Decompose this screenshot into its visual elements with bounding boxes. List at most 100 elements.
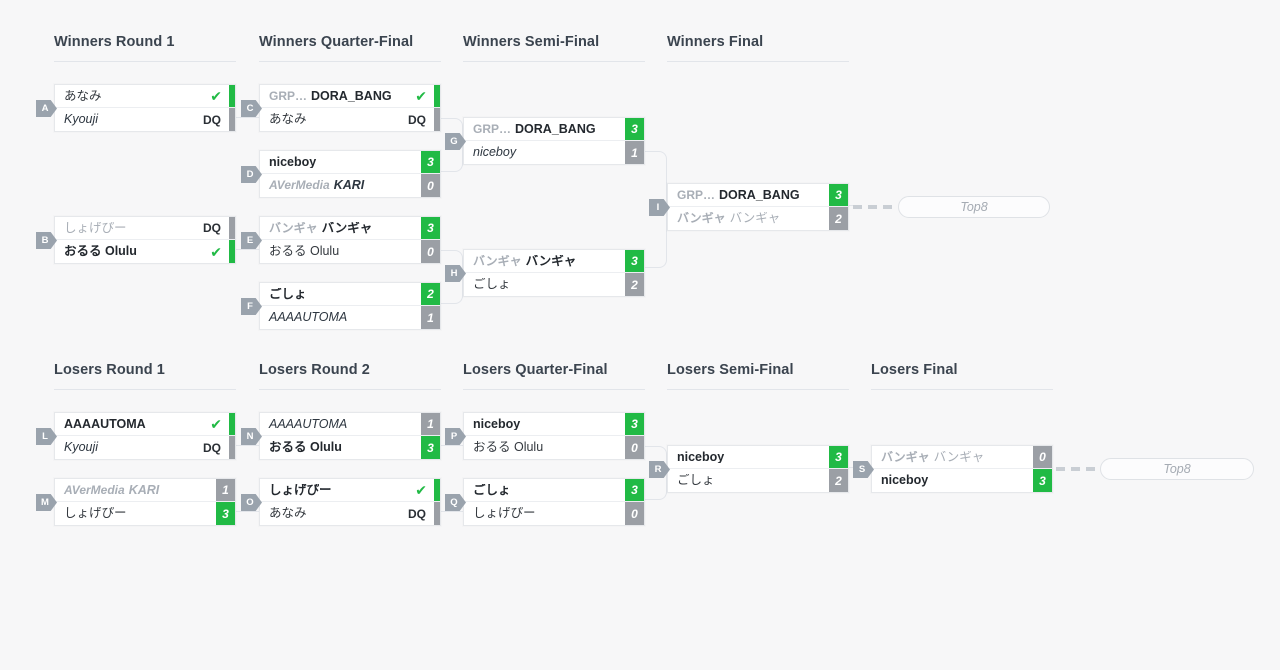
- placement-pill-top8-losers[interactable]: Top8: [1100, 458, 1254, 480]
- score-cell: 3: [216, 502, 235, 525]
- result-label: DQ: [408, 506, 426, 521]
- participant-label: おるる Olulu: [64, 245, 137, 258]
- round-header-lf: Losers Final: [871, 362, 1053, 390]
- match-letter-badge-O: O: [241, 494, 262, 511]
- round-header-lr1: Losers Round 1: [54, 362, 236, 390]
- participant-label: ごしょ: [269, 287, 307, 301]
- placement-pill-top8-winners[interactable]: Top8: [898, 196, 1050, 218]
- score-cell: 0: [421, 240, 440, 263]
- result-label: DQ: [203, 221, 221, 235]
- match-slot[interactable]: AAAAUTOMA✔: [55, 413, 235, 436]
- score-cell: 2: [829, 469, 848, 492]
- match-slot[interactable]: あなみ✔: [55, 85, 235, 108]
- participant-name: AAAAUTOMA: [55, 418, 210, 431]
- score-cell: 1: [625, 141, 644, 164]
- score-cell: 2: [625, 273, 644, 296]
- participant-name: あなみ: [260, 113, 408, 126]
- participant-prefix: GRP…: [269, 89, 308, 103]
- score-cell: 3: [421, 436, 440, 459]
- match-B[interactable]: しょげぴー DQ おるる Olulu ✔: [54, 216, 236, 264]
- match-letter-badge-H: H: [445, 265, 466, 282]
- round-title-lf: Losers Final: [871, 362, 958, 378]
- round-title-lr2: Losers Round 2: [259, 362, 370, 378]
- participant-name: ごしょ: [260, 288, 421, 301]
- result-label: DQ: [203, 440, 221, 455]
- participant-name: おるる Olulu: [55, 245, 210, 258]
- score-cell: 0: [421, 174, 440, 197]
- participant-label: ごしょ: [473, 483, 511, 497]
- participant-label: しょげぴー: [64, 221, 127, 235]
- match-slot[interactable]: おるる Olulu ✔: [55, 240, 235, 263]
- match-slot[interactable]: しょげぴー DQ: [55, 217, 235, 240]
- match-letter-badge-E: E: [241, 232, 262, 249]
- match-letter-badge-M: M: [36, 494, 57, 511]
- participant-label: niceboy: [473, 417, 521, 431]
- winner-check-icon: ✔: [210, 416, 222, 432]
- connector-m-stub: [236, 511, 259, 512]
- participant-name: バンギャバンギャ: [464, 255, 625, 268]
- score-cell: 0: [1033, 446, 1052, 468]
- match-slot[interactable]: GRP…DORA_BANG✔: [260, 85, 440, 108]
- participant-label: niceboy: [881, 474, 929, 487]
- match-slot[interactable]: しょげぴー✔: [260, 479, 440, 502]
- score-cell: 2: [829, 207, 848, 230]
- participant-name: ごしょ: [464, 278, 625, 291]
- result-edge-bar: [229, 240, 235, 263]
- match-letter-badge-D: D: [241, 166, 262, 183]
- round-divider: [463, 389, 645, 390]
- round-header-wqf: Winners Quarter-Final: [259, 34, 441, 62]
- result-label: DQ: [203, 112, 221, 127]
- dashed-connector: [1056, 467, 1100, 471]
- winner-check-icon: ✔: [210, 243, 222, 260]
- participant-label: niceboy: [677, 450, 725, 464]
- round-header-lqf: Losers Quarter-Final: [463, 362, 645, 390]
- participant-prefix: GRP…: [677, 188, 716, 202]
